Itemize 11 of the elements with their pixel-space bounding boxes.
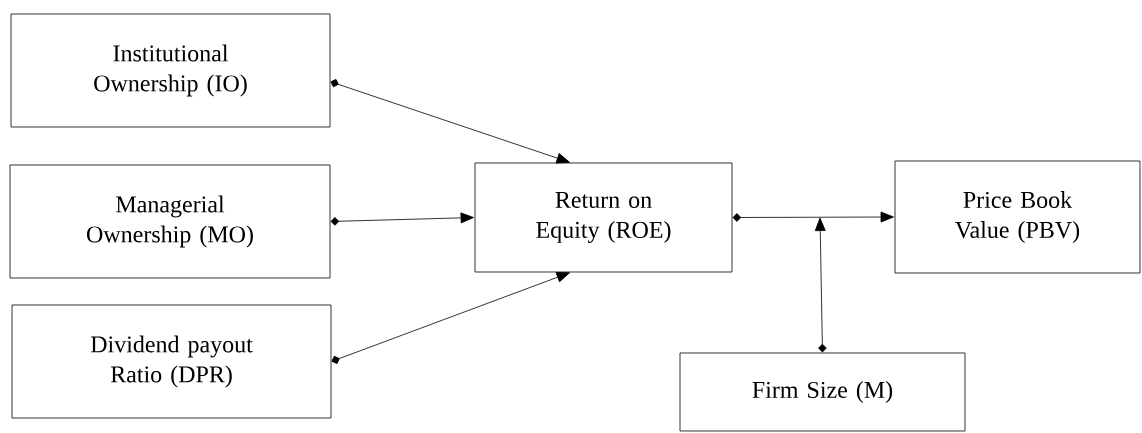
arrow [732,211,894,223]
process-box: Return on Equity (ROE) [474,162,733,273]
process-box: Dividend payout Ratio (DPR) [11,304,332,419]
arrow [331,272,570,364]
process-box: Institutional Ownership (IO) [10,13,331,128]
process-box: Managerial Ownership (MO) [9,164,331,279]
arrow [330,79,570,164]
arrow [814,217,827,353]
arrow [330,212,474,226]
process-box: Price Book Value (PBV) [894,160,1141,274]
process-box: Firm Size (M) [679,352,966,432]
